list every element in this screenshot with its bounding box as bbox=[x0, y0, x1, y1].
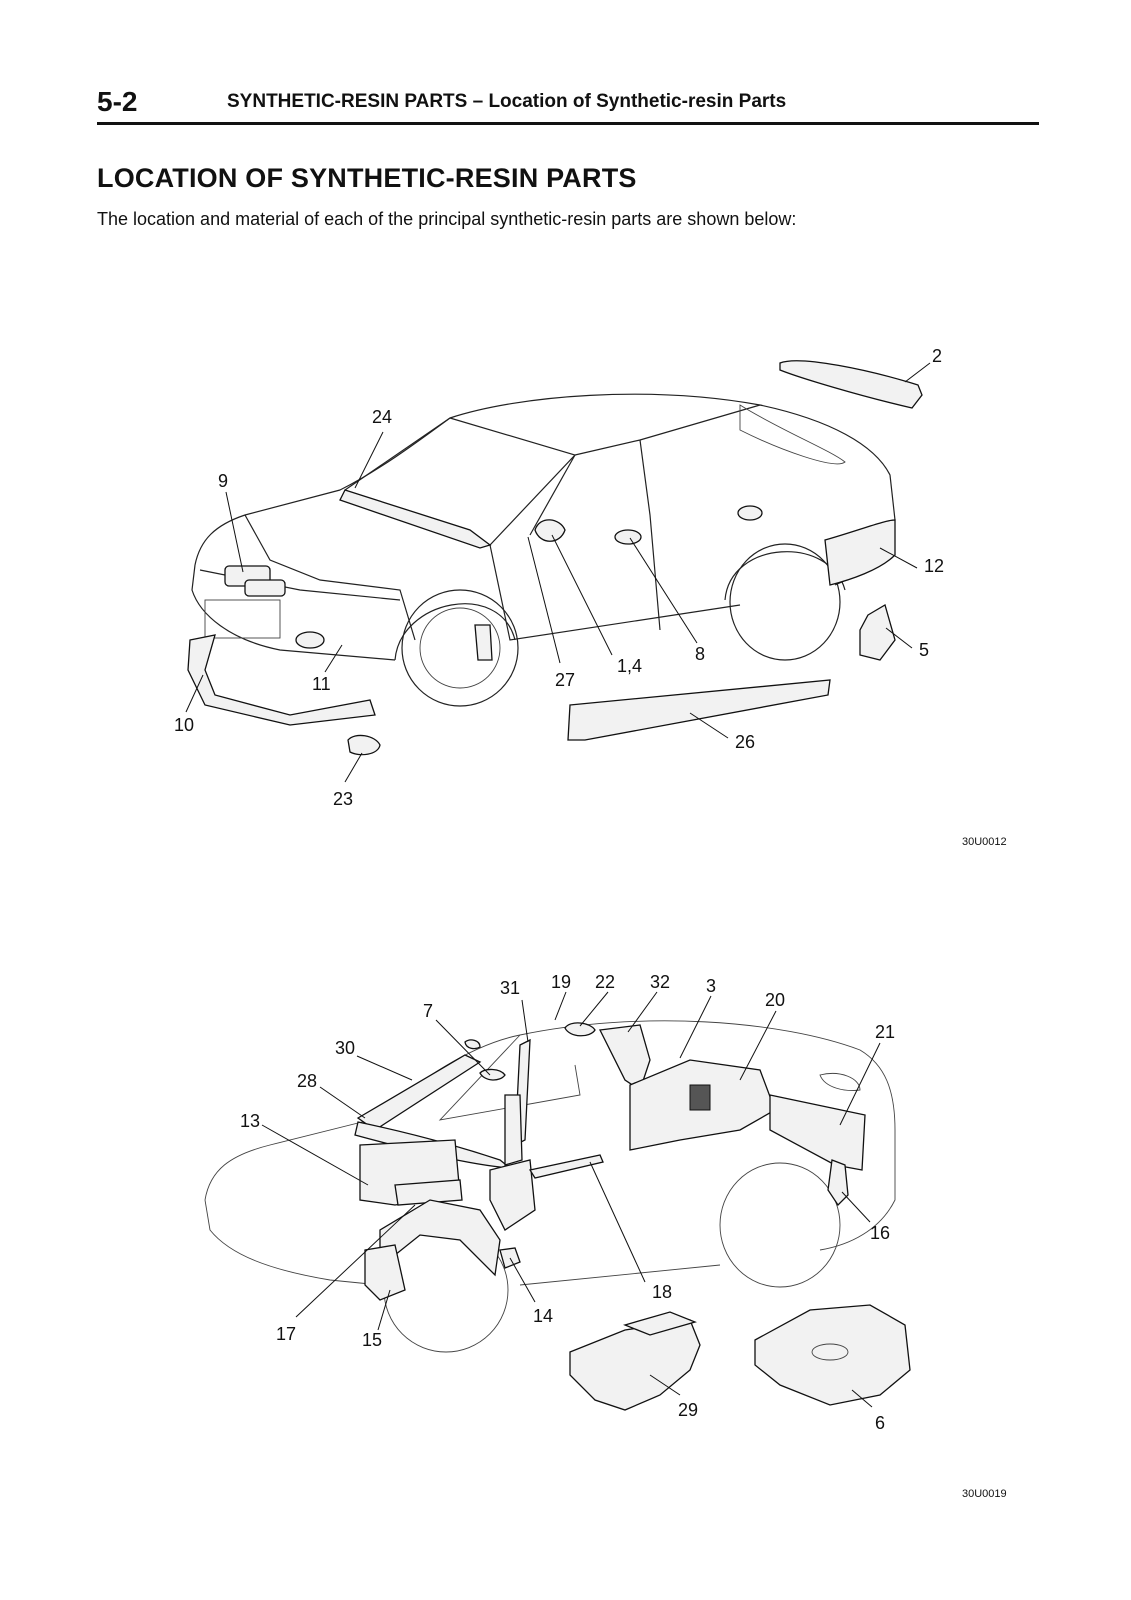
running-title: SYNTHETIC-RESIN PARTS – Location of Synt… bbox=[227, 91, 787, 112]
car-exterior-drawing bbox=[191, 393, 896, 707]
callout-21: 21 bbox=[875, 1022, 895, 1042]
interior-separated-parts bbox=[569, 1304, 911, 1411]
callout-7: 7 bbox=[423, 1001, 433, 1021]
callout-20: 20 bbox=[765, 990, 785, 1010]
callout-14: 14 bbox=[533, 1306, 553, 1326]
figure2-callouts: 31 19 22 32 3 20 7 21 30 28 13 16 18 14 … bbox=[240, 972, 1007, 1500]
callout-2: 2 bbox=[932, 346, 942, 366]
separated-parts bbox=[187, 360, 923, 756]
callout-3: 3 bbox=[706, 976, 716, 996]
callout-24: 24 bbox=[372, 407, 392, 427]
callout-11: 11 bbox=[312, 674, 331, 694]
callout-15: 15 bbox=[362, 1330, 382, 1350]
page-header: 5-2 SYNTHETIC-RESIN PARTS – Location of … bbox=[97, 84, 1037, 124]
callout-1-4: 1,4 bbox=[617, 656, 642, 676]
callout-27: 27 bbox=[555, 670, 575, 690]
page-title: LOCATION OF SYNTHETIC-RESIN PARTS bbox=[97, 163, 637, 193]
callout-30: 30 bbox=[335, 1038, 355, 1058]
callout-10: 10 bbox=[174, 715, 194, 735]
car-interior-drawing bbox=[204, 1020, 896, 1353]
callout-13: 13 bbox=[240, 1111, 260, 1131]
callout-8: 8 bbox=[695, 644, 705, 664]
callout-6: 6 bbox=[875, 1413, 885, 1433]
callout-28: 28 bbox=[297, 1071, 317, 1091]
intro-text: The location and material of each of the… bbox=[97, 209, 797, 229]
figure2-leader-lines bbox=[261, 991, 881, 1408]
figure2-code: 30U0019 bbox=[962, 1488, 1007, 1500]
callout-32: 32 bbox=[650, 972, 670, 992]
figure1-leader-lines bbox=[185, 362, 931, 783]
callout-31: 31 bbox=[500, 978, 520, 998]
callout-19: 19 bbox=[551, 972, 571, 992]
callout-9: 9 bbox=[218, 471, 228, 491]
callout-23: 23 bbox=[333, 789, 353, 809]
figure1-callouts: 2 24 9 12 5 8 1,4 27 11 10 26 23 30U0012 bbox=[174, 346, 1007, 848]
callout-26: 26 bbox=[735, 732, 755, 752]
callout-29: 29 bbox=[678, 1400, 698, 1420]
callout-12: 12 bbox=[924, 556, 944, 576]
page-number: 5-2 bbox=[97, 86, 138, 117]
callout-17: 17 bbox=[276, 1324, 296, 1344]
header-rule bbox=[97, 122, 1039, 125]
figure1-code: 30U0012 bbox=[962, 836, 1007, 848]
callout-5: 5 bbox=[919, 640, 929, 660]
exterior-parts-figure: 2 24 9 12 5 8 1,4 27 11 10 26 23 30U0012 bbox=[174, 346, 1007, 848]
callout-18: 18 bbox=[652, 1282, 672, 1302]
callout-22: 22 bbox=[595, 972, 615, 992]
callout-16: 16 bbox=[870, 1223, 890, 1243]
